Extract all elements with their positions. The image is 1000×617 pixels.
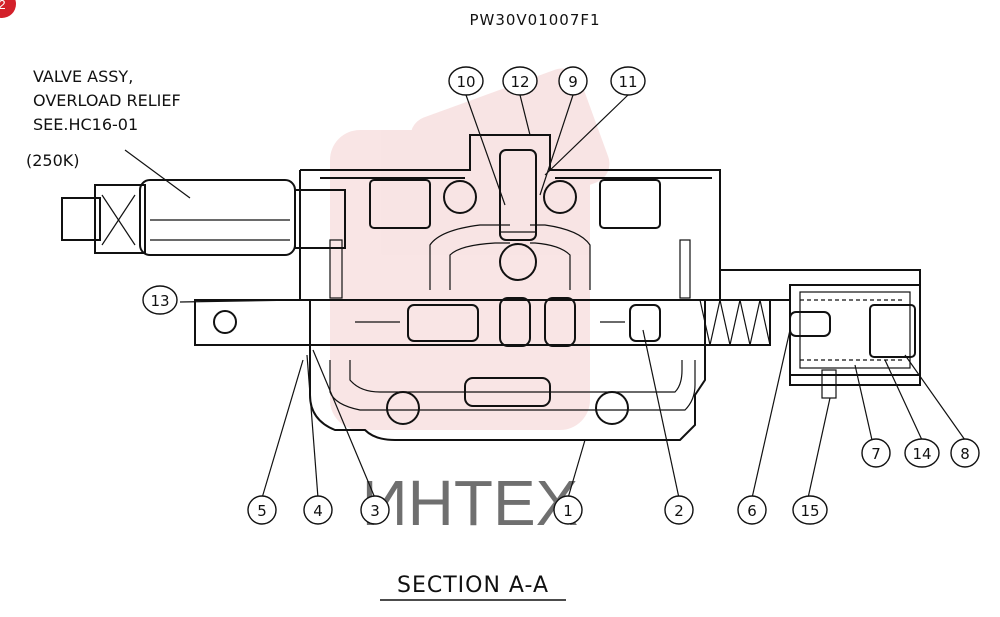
callout-15-label: 15	[800, 502, 819, 520]
spring-cap	[789, 284, 921, 399]
callout-6-label: 6	[747, 502, 757, 520]
watermark	[330, 68, 610, 430]
note-line-3: SEE.HC16-01	[33, 115, 138, 134]
page-badge-text: 2	[0, 0, 6, 12]
callout-3: 3	[360, 495, 390, 525]
spool	[194, 297, 771, 347]
callout-15: 15	[792, 495, 828, 525]
callout-12: 12	[502, 66, 538, 96]
callout-2: 2	[664, 495, 694, 525]
callout-7: 7	[861, 438, 891, 468]
callout-13-label: 13	[150, 292, 169, 310]
callout-5-label: 5	[257, 502, 267, 520]
section-title: SECTION A-A	[397, 573, 549, 598]
callout-10-label: 10	[456, 73, 475, 91]
note-leader	[124, 149, 191, 199]
callout-9: 9	[558, 66, 588, 96]
callout-1: 1	[553, 495, 583, 525]
callout-12-label: 12	[510, 73, 529, 91]
drawing-code: PW30V01007F1	[469, 11, 600, 29]
callout-11: 11	[610, 66, 646, 96]
callout-7-label: 7	[871, 445, 881, 463]
callout-2-label: 2	[674, 502, 684, 520]
watermark-logo	[330, 130, 590, 430]
callout-1-label: 1	[563, 502, 573, 520]
callout-6: 6	[737, 495, 767, 525]
note-line-1: VALVE ASSY,	[33, 67, 133, 86]
callout-9-label: 9	[568, 73, 578, 91]
callout-8-label: 8	[960, 445, 970, 463]
callout-3-label: 3	[370, 502, 380, 520]
page-badge	[0, 0, 16, 18]
callout-4-label: 4	[313, 502, 323, 520]
overload-relief-valve	[61, 179, 346, 256]
callout-8: 8	[950, 438, 980, 468]
callout-14: 14	[904, 438, 940, 468]
callout-14-label: 14	[912, 445, 931, 463]
callout-10: 10	[448, 66, 484, 96]
leader-lines	[179, 94, 966, 499]
note-line-2: OVERLOAD RELIEF	[33, 91, 181, 110]
callout-4: 4	[303, 495, 333, 525]
callout-11-label: 11	[618, 73, 637, 91]
note-line-4: (250K)	[26, 151, 80, 170]
watermark-text: ИНТЕХ	[362, 467, 579, 539]
callout-13: 13	[142, 285, 178, 315]
callout-5: 5	[247, 495, 277, 525]
